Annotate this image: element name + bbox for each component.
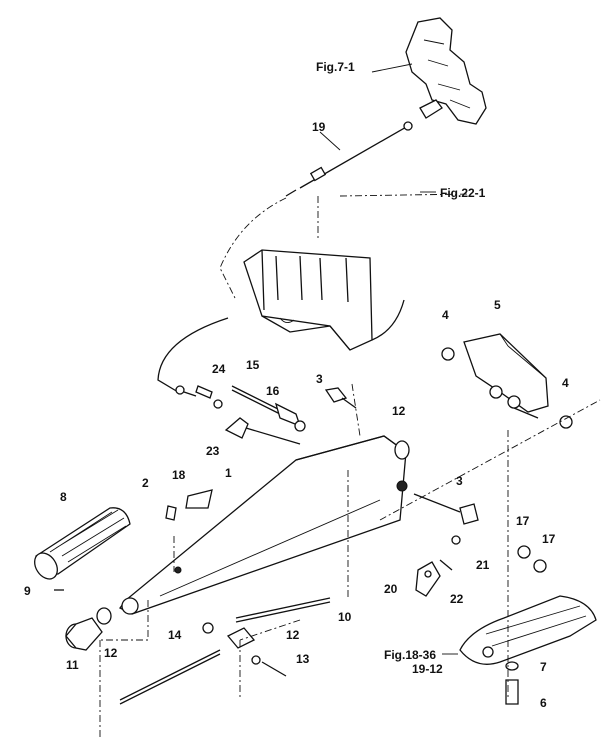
callout-5: 5: [494, 298, 501, 312]
callout-21: 20: [384, 582, 398, 596]
callout-2: 2: [142, 476, 149, 490]
callout-25: 24: [212, 362, 226, 376]
engine-cover: [219, 193, 471, 351]
callout-23: 22: [450, 592, 464, 606]
callout-22: 21: [476, 558, 490, 572]
tiller-arm: [119, 435, 408, 615]
callout-24: 23: [206, 444, 220, 458]
callout-16: 15: [246, 358, 260, 372]
callout-12-lower: 12: [104, 646, 118, 660]
callout-9: 9: [24, 584, 31, 598]
throttle-grip: [34, 507, 131, 580]
callout-8: 8: [60, 490, 67, 504]
callout-10: 10: [338, 610, 352, 624]
callout-3-upper: 3: [316, 372, 323, 386]
callout-17-upper: 16: [266, 384, 280, 398]
callout-3-lower: 3: [456, 474, 463, 488]
ref-fig-19-12: 19-12: [412, 662, 443, 676]
steering-bracket: [405, 17, 487, 125]
callout-14: 13: [296, 652, 310, 666]
callout-4-right: 4: [562, 376, 569, 390]
bracket-5: [463, 333, 549, 419]
callout-13: 12: [286, 628, 300, 642]
callout-17-lower: 17: [516, 514, 530, 528]
ref-fig-7-1: Fig.7-1: [316, 60, 355, 74]
callout-1: 1: [225, 466, 232, 480]
callout-19: 18: [172, 468, 186, 482]
callout-11: 11: [66, 658, 79, 672]
callout-12-upper: 12: [392, 404, 406, 418]
callout-15: 14: [168, 628, 182, 642]
control-cable: [285, 121, 413, 197]
callout-6: 6: [540, 696, 547, 710]
ref-fig-22-1: Fig.22-1: [440, 186, 486, 200]
callout-18: 17: [542, 532, 556, 546]
shift-plate: [459, 595, 597, 665]
callout-7: 7: [540, 660, 547, 674]
ref-fig-18-36: Fig.18-36: [384, 648, 437, 662]
callout-20: 19: [312, 120, 326, 134]
callout-4-left: 4: [442, 308, 449, 322]
